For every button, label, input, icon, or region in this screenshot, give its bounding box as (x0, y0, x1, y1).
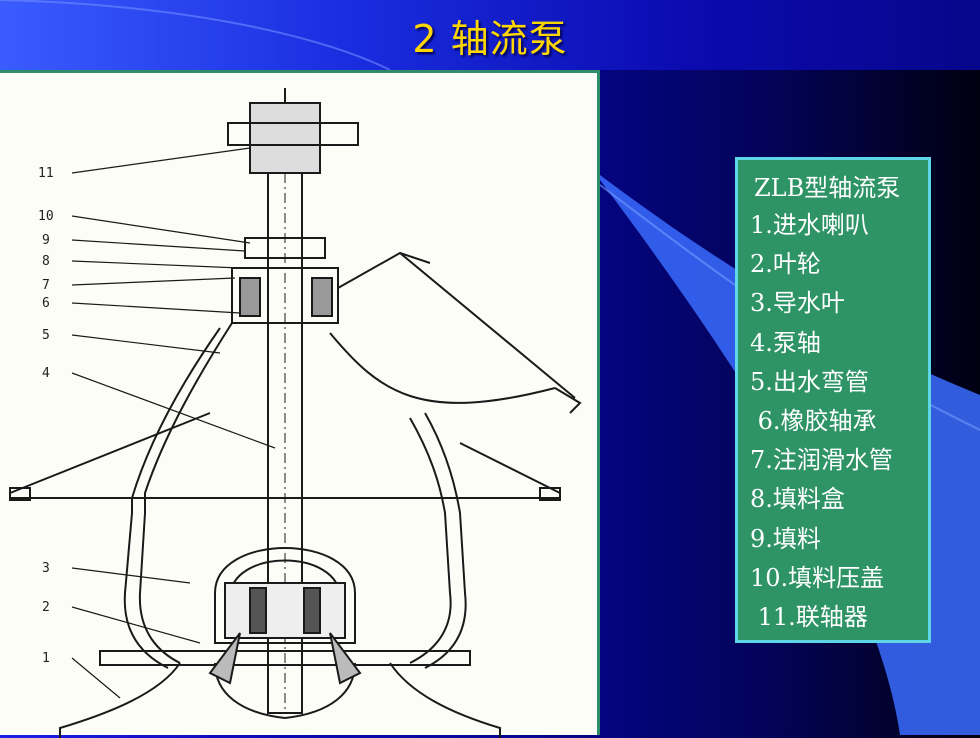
legend-item: 10.填料压盖 (750, 563, 885, 592)
callout-5: 5 (42, 328, 50, 343)
pump-cross-section-drawing: 11 10 9 8 7 6 5 4 3 2 1 (9, 88, 582, 738)
legend-item: 2.叶轮 (750, 250, 821, 279)
legend-item: 6.橡胶轴承 (750, 407, 877, 436)
callout-2: 2 (42, 600, 50, 615)
legend-item: 3.导水叶 (750, 289, 845, 318)
callout-4: 4 (42, 366, 50, 381)
legend-item: 7.注润滑水管 (750, 446, 893, 475)
callout-7: 7 (42, 278, 50, 293)
parts-legend-box: ZLB型轴流泵 1.进水喇叭 2.叶轮 3.导水叶 4.泵轴 5.出水弯管 6.… (735, 157, 931, 643)
legend-title: ZLB型轴流泵 (754, 174, 901, 202)
callout-1: 1 (42, 651, 50, 666)
callout-6: 6 (42, 296, 50, 311)
legend-item: 5.出水弯管 (750, 367, 869, 396)
callout-8: 8 (42, 254, 50, 269)
callout-3: 3 (42, 561, 50, 576)
callout-10: 10 (38, 209, 54, 224)
callout-9: 9 (42, 233, 50, 248)
legend-item: 1.进水喇叭 (750, 211, 869, 239)
legend-item: 9.填料 (750, 524, 821, 553)
legend-item: 4.泵轴 (750, 328, 821, 357)
legend-item: 11.联轴器 (750, 603, 868, 632)
pump-diagram-panel: 11 10 9 8 7 6 5 4 3 2 1 (0, 70, 600, 738)
callout-11: 11 (38, 166, 54, 181)
legend-item: 8.填料盒 (750, 485, 845, 514)
slide-title: 2 轴流泵 (412, 17, 568, 61)
